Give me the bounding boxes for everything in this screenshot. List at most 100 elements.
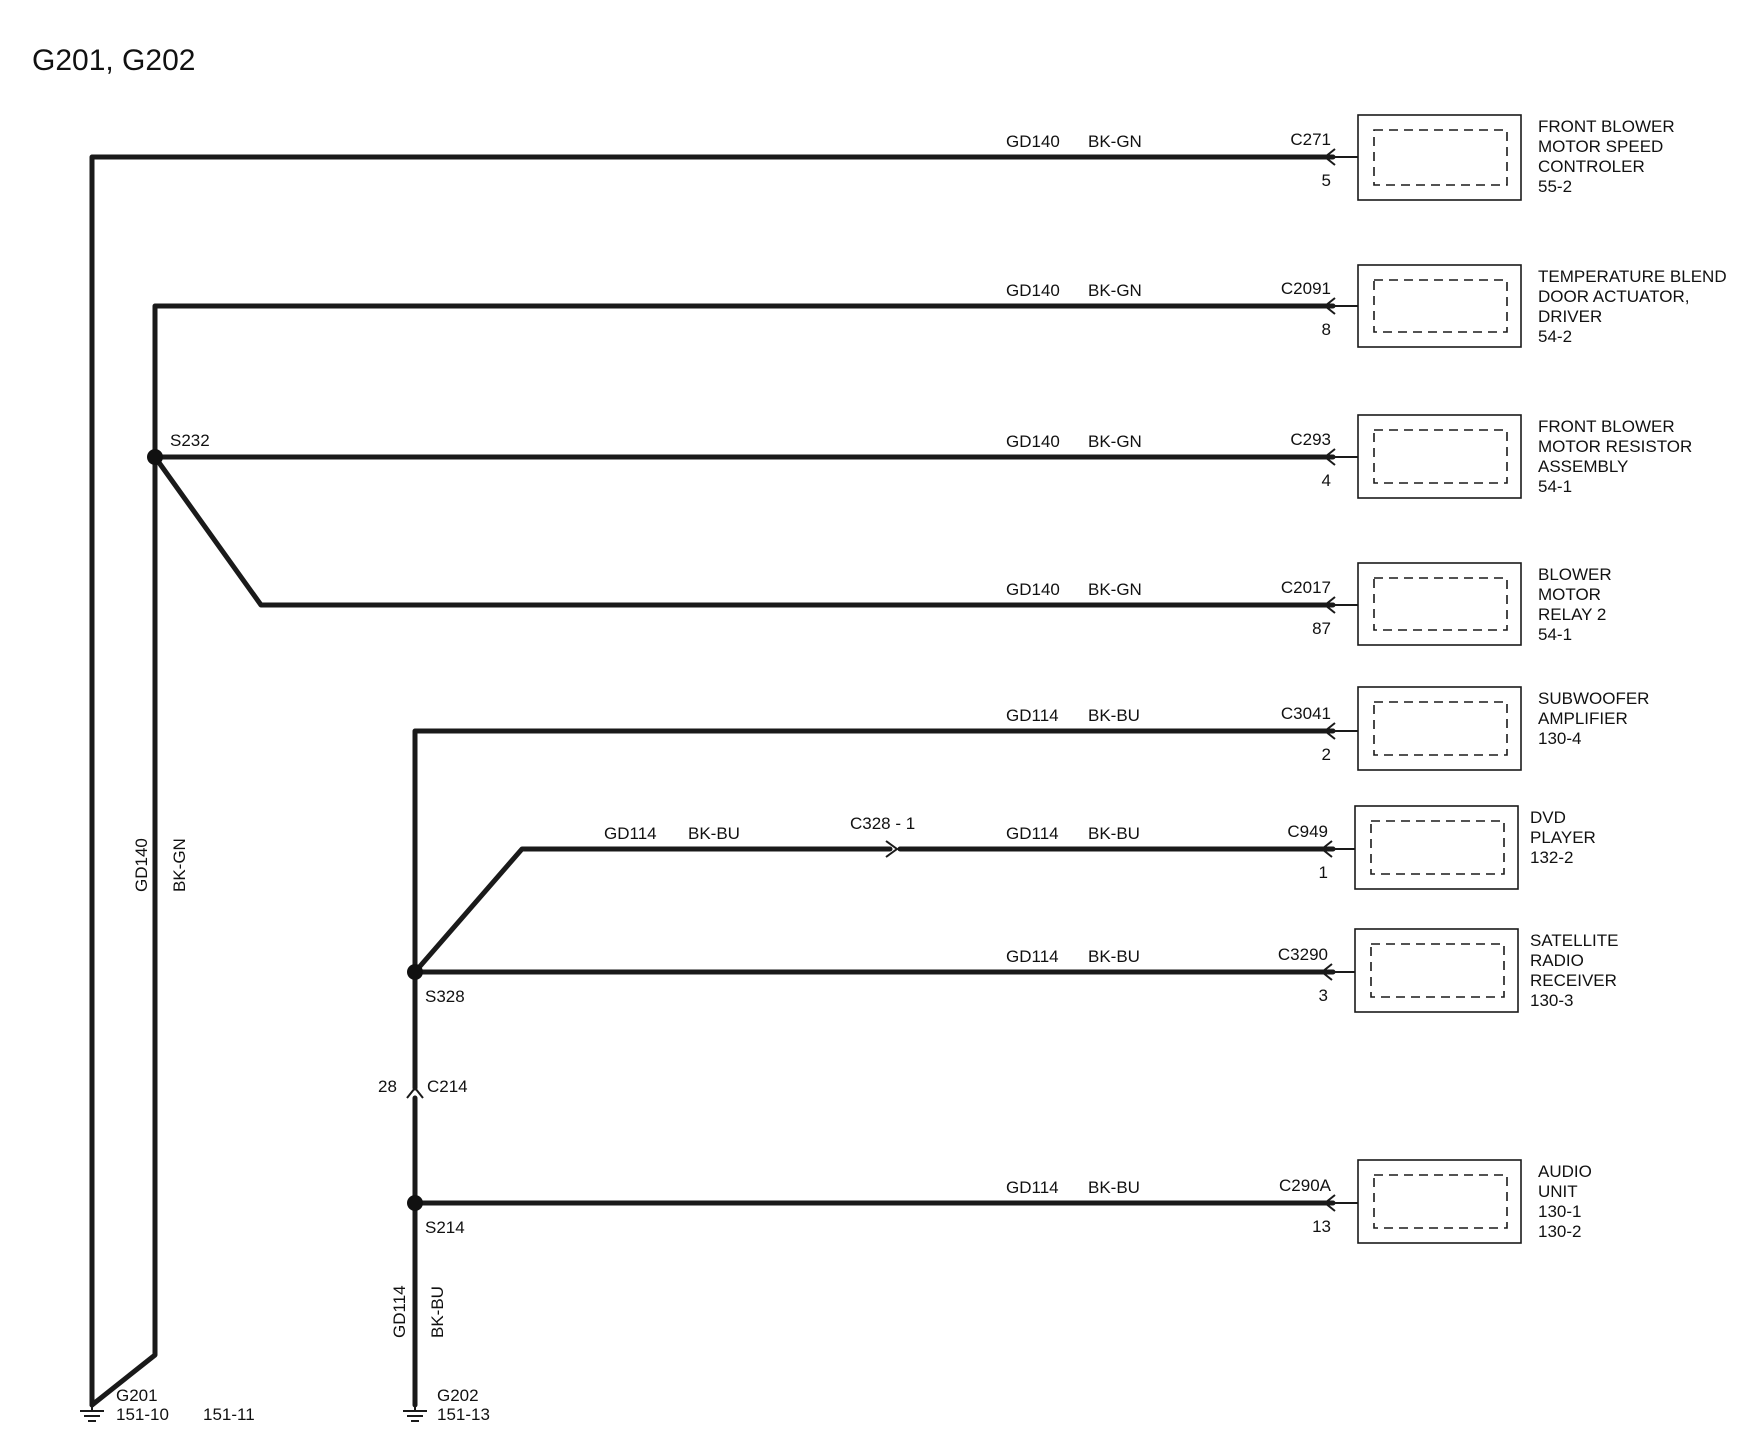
component-name-line: MOTOR RESISTOR: [1538, 437, 1692, 456]
connector-pin: 8: [1322, 320, 1331, 339]
connector-id: C3041: [1281, 704, 1331, 723]
component-outline-dashed: [1370, 820, 1505, 875]
wire-label-color: BK-BU: [1088, 824, 1140, 843]
ground-g201-name: G201: [116, 1386, 158, 1405]
connector-chevron: [1320, 963, 1333, 981]
component-name-line: DOOR ACTUATOR,: [1538, 287, 1689, 306]
component-name-line: SUBWOOFER: [1538, 689, 1649, 708]
component-name-line: DVD: [1530, 808, 1566, 827]
component-name-line: 54-1: [1538, 477, 1572, 496]
trunk-gd140-circuit: GD140: [132, 838, 151, 892]
component-name-line: FRONT BLOWER: [1538, 417, 1675, 436]
wire-label-color: BK-GN: [1088, 132, 1142, 151]
component-box: [1357, 414, 1522, 499]
component-outline-dashed: [1373, 279, 1508, 333]
component-name-line: RECEIVER: [1530, 971, 1617, 990]
component-name-line: AMPLIFIER: [1538, 709, 1628, 728]
component-name-line: UNIT: [1538, 1182, 1578, 1201]
component-name-line: DRIVER: [1538, 307, 1602, 326]
component-name-line: AUDIO: [1538, 1162, 1592, 1181]
connector-pin: 87: [1312, 619, 1331, 638]
splice-s328-label: S328: [425, 987, 465, 1006]
component-box: [1357, 264, 1522, 348]
component-outline-dashed: [1373, 577, 1508, 631]
component-name-line: RADIO: [1530, 951, 1584, 970]
component-box: [1357, 1159, 1522, 1244]
connector-pin: 1: [1319, 863, 1328, 882]
splice-s232-label: S232: [170, 431, 210, 450]
wire-label-circuit: GD114: [1006, 706, 1059, 725]
component-outline-dashed: [1370, 943, 1505, 998]
component-outline-dashed: [1373, 429, 1508, 484]
c214-connector-chevron: [406, 1086, 424, 1099]
ground-g202-symbol: [403, 1405, 427, 1422]
connector-id: C293: [1290, 430, 1331, 449]
component-name-line: ASSEMBLY: [1538, 457, 1628, 476]
wire-label-circuit: GD140: [1006, 580, 1060, 599]
component-box: [1357, 686, 1522, 771]
connector-id: C271: [1290, 130, 1331, 149]
trunk-gd114-circuit: GD114: [390, 1285, 409, 1338]
component-name-line: TEMPERATURE BLEND: [1538, 267, 1727, 286]
wire-s328-to-c328: [412, 846, 893, 975]
component-name-line: SATELLITE: [1530, 931, 1619, 950]
wire-label-circuit: GD114: [1006, 1178, 1059, 1197]
component-name-line: FRONT BLOWER: [1538, 117, 1675, 136]
connector-pin: 4: [1322, 471, 1331, 490]
component-name-line: MOTOR: [1538, 585, 1601, 604]
wire-s328-to-c3041: [412, 728, 1336, 975]
component-name-line: 130-1: [1538, 1202, 1581, 1221]
wire-label-circuit: GD140: [1006, 432, 1060, 451]
component-name-line: 130-4: [1538, 729, 1581, 748]
splice-s214-dot: [407, 1195, 423, 1211]
ground-g201-symbol: [80, 1405, 104, 1422]
component-name-line: 130-2: [1538, 1222, 1581, 1241]
connector-chevron: [1323, 148, 1336, 166]
wire-label-color: BK-BU: [1088, 947, 1140, 966]
connector-id: C2017: [1281, 578, 1331, 597]
component-name-line: 132-2: [1530, 848, 1573, 867]
c328-label: C328 - 1: [850, 814, 915, 833]
component-box: [1354, 805, 1519, 890]
trunk-gd140-color: BK-GN: [170, 838, 189, 892]
wire-s232-to-c2091: [152, 303, 1336, 460]
connector-id: C3290: [1278, 945, 1328, 964]
connector-id: C2091: [1281, 279, 1331, 298]
connector-chevron: [1323, 722, 1336, 740]
wire-label-circuit: GD140: [1006, 132, 1060, 151]
ground-g201-ref: 151-11: [203, 1405, 255, 1424]
component-name-line: BLOWER: [1538, 565, 1612, 584]
connector-pin: 3: [1319, 986, 1328, 1005]
component-name-line: RELAY 2: [1538, 605, 1606, 624]
wire-label-color: BK-GN: [1088, 432, 1142, 451]
wire-g201-return-to-s232: [89, 454, 158, 1408]
connector-pin: 13: [1312, 1217, 1331, 1236]
ground-g202-name: G202: [437, 1386, 479, 1405]
component-box: [1357, 114, 1522, 201]
ground-g201-ref: 151-10: [116, 1405, 169, 1424]
diagram-title: G201, G202: [32, 44, 195, 77]
wire-label-circuit: GD140: [1006, 281, 1060, 300]
splice-s232-dot: [147, 449, 163, 465]
connector-pin: 5: [1322, 171, 1331, 190]
component-name-line: 54-2: [1538, 327, 1572, 346]
component-outline-dashed: [1373, 701, 1508, 756]
c214-label: C214: [427, 1077, 468, 1096]
trunk-gd114-color: BK-BU: [428, 1286, 447, 1338]
connector-chevron: [1323, 1194, 1336, 1212]
wire-label-color: BK-GN: [1088, 580, 1142, 599]
component-outline-dashed: [1373, 1174, 1508, 1229]
c328-connector-chevron: [885, 840, 899, 858]
connector-chevron: [1323, 448, 1336, 466]
wire-label-circuit: GD114: [1006, 824, 1059, 843]
connector-chevron: [1323, 297, 1336, 315]
